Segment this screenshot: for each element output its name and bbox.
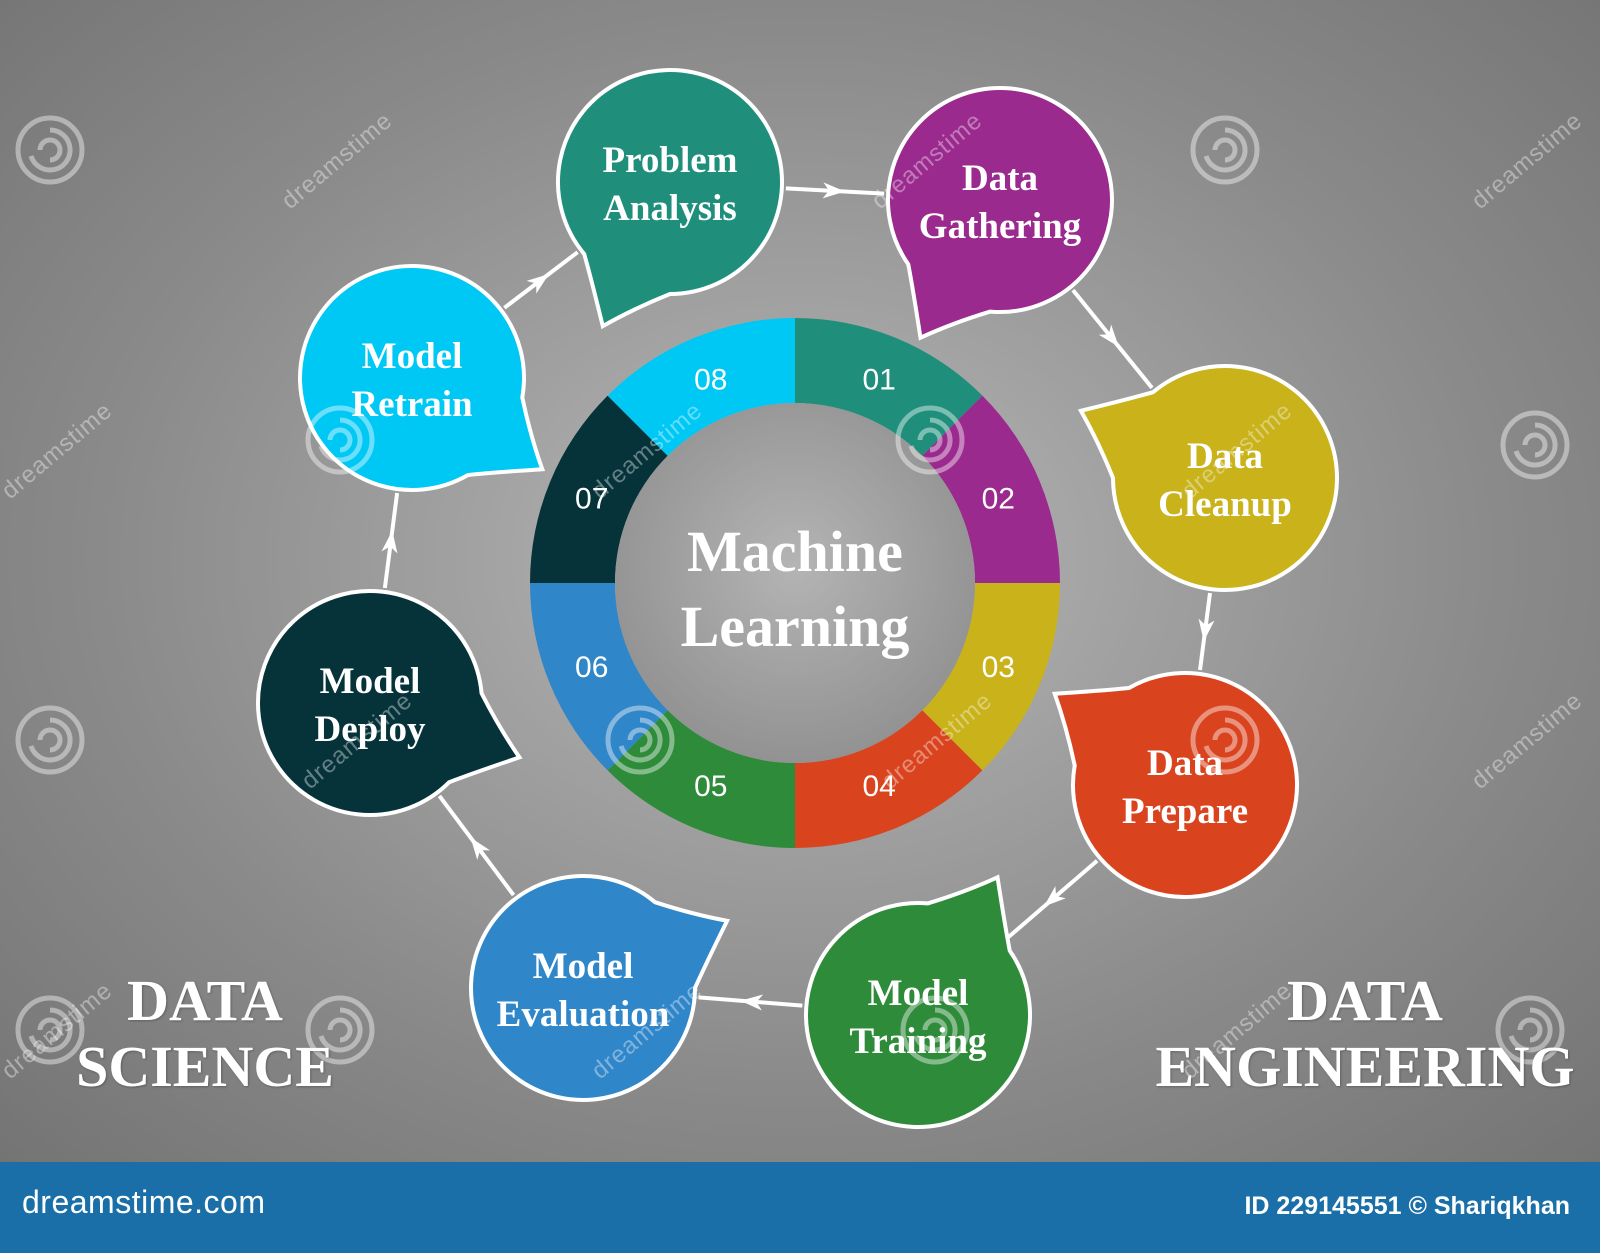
ring-segment-06 [530,583,668,771]
spiral-logo-icon [1495,995,1565,1065]
data-science-label-line1: DATA [127,968,283,1033]
bubble-label-line1: Data [1187,436,1263,477]
data-engineering-label-line2: ENGINEERING [1155,1034,1575,1099]
data-engineering-label-line1: DATA [1287,968,1443,1033]
watermark-layer [15,115,1570,1065]
ring-number-04: 04 [863,770,896,803]
watermark-text: dreamstime [1467,107,1588,215]
spiral-logo-icon [1500,410,1570,480]
bubble-label-line2: Prepare [1122,791,1248,832]
spiral-logo-icon [305,995,375,1065]
bubble-label-line1: Model [320,661,421,702]
step-bubbles: ProblemAnalysisDataGatheringDataCleanupD… [256,68,1339,1129]
bubble-shape [886,86,1114,341]
bubble-label-line2: Cleanup [1158,484,1292,525]
ring-number-01: 01 [863,364,896,397]
ring-segment-02 [922,395,1060,583]
ring-segment-07 [530,395,668,583]
bubble-label-line1: Problem [603,140,738,181]
center-disc [615,403,975,763]
watermark-text: dreamstime [0,397,118,505]
watermark-text: dreamstime [277,107,398,215]
ring-number-08: 08 [694,364,727,397]
footer-image-info: ID 229145551 © Shariqkhan [1244,1192,1570,1220]
bubble-label-line1: Data [1147,743,1223,784]
spiral-logo-icon [1190,705,1260,775]
bubble-label-line2: Gathering [919,206,1082,247]
bubble-shape [1051,671,1299,899]
arrow-icon [1098,324,1119,347]
ring-number-05: 05 [694,770,727,803]
data-science-label: DATA SCIENCE [60,968,350,1100]
bubble-label-line2: Retrain [351,384,473,425]
bubble-shape [469,874,731,1102]
center-title-line2: Learning [681,594,910,659]
ring-segment-08 [607,318,795,456]
bubble-label-line1: Data [962,158,1038,199]
spiral-logo-icon [15,705,85,775]
ml-lifecycle-diagram: 01 02 03 04 05 06 07 08 Machine Learning Proble… [0,68,1588,1129]
watermark-text: dreamstime [1467,687,1588,795]
bubble-shape [804,874,1032,1129]
ring-segment-05 [607,710,795,848]
ring-segment-01 [795,318,983,456]
footer-brand[interactable]: dreamstime.com [22,1184,266,1220]
arrow-icon [470,837,491,860]
bubble-shape [256,589,523,817]
bubble-label-line1: Model [362,336,463,377]
ring-number-03: 03 [982,651,1015,684]
arrow-icon [1198,618,1215,642]
footer-bar: dreamstime.com ID 229145551 © Shariqkhan [0,1162,1600,1253]
data-science-label-line2: SCIENCE [76,1034,334,1099]
bubble-label-line1: Model [533,946,634,987]
arrow-icon [740,994,764,1011]
ring-segment-04 [795,710,983,848]
arrow-icon [1043,886,1066,907]
bubble-shape [1077,364,1339,593]
bubble-label-line2: Training [849,1021,987,1062]
spiral-logo-icon [895,405,965,475]
bubble-label-line1: Model [868,973,969,1014]
ring-number-02: 02 [982,483,1015,516]
bubble-label-line2: Deploy [315,709,427,750]
ring-number-06: 06 [575,651,608,684]
ring-segment-03 [922,583,1060,771]
bubble-label-line2: Evaluation [497,994,670,1035]
bubble-shape [298,264,546,492]
spiral-logo-icon [15,995,85,1065]
center-ring: 01 02 03 04 05 06 07 08 [530,318,1060,848]
bubble-label-line2: Analysis [603,188,737,229]
arrow-icon [822,182,845,199]
diagram-canvas: 01 02 03 04 05 06 07 08 Machine Learning Proble… [0,0,1600,1162]
spiral-logo-icon [305,405,375,475]
data-engineering-label: DATA ENGINEERING [1150,968,1580,1100]
spiral-logo-icon [605,705,675,775]
bubble-shape [556,68,784,330]
ring-number-07: 07 [575,483,608,516]
arrow-icon [381,530,398,554]
arrow-icon [526,273,549,294]
cycle-connectors [381,182,1215,1011]
spiral-logo-icon [1190,115,1260,185]
spiral-logo-icon [900,995,970,1065]
center-title-line1: Machine [687,519,903,584]
spiral-logo-icon [15,115,85,185]
